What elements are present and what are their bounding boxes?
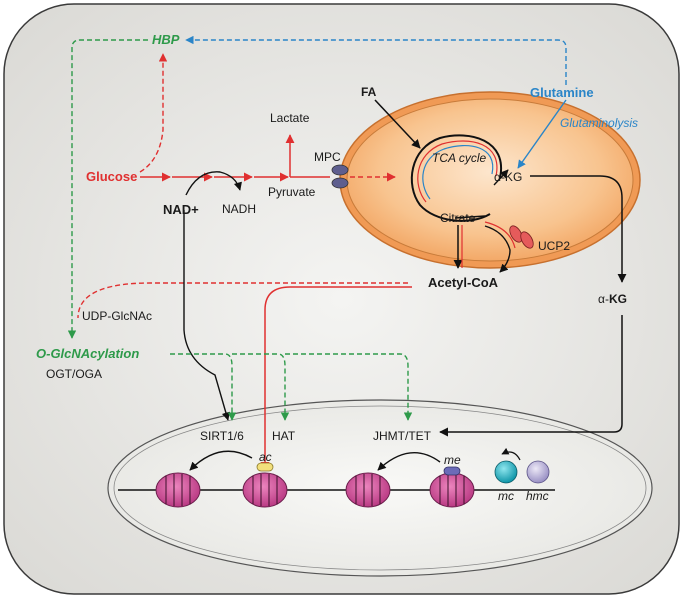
nad-plus-label: NAD+ [163,202,199,217]
ucp2-label: UCP2 [538,239,570,253]
glutamine-to-hbp-arrow [185,35,567,85]
akg-export-arrow [530,175,627,283]
sirt-deacetylation-arrow [189,450,253,471]
nad-to-nadh-arrow [185,171,242,196]
o-glcnacylation-label: O-GlcNAcylation [36,346,139,361]
akg-mito-label: α-KG [494,170,522,184]
citrate-label: Citrate [440,211,476,225]
jhmt-demethylation-arrow [377,452,441,471]
nucleosome-2 [242,472,288,508]
glutamine-label: Glutamine [530,85,594,100]
tet-oxidation-arrow [501,447,521,461]
hmc-ball [526,460,550,484]
mpc-label: MPC [314,150,341,164]
mpc-transporter [331,164,349,189]
tca-cycle [410,134,509,222]
ac-label: ac [259,450,272,464]
mc-label: mc [498,489,514,503]
oglcnac-dashed-arrows [170,353,413,421]
fa-label: FA [361,85,377,99]
acetyl-mark [256,462,274,472]
udp-glcnac-label: UDP-GlcNAc [82,309,152,323]
nucleosome-4 [429,472,475,508]
sirt-label: SIRT1/6 [200,429,244,443]
hbp-label: HBP [152,32,180,47]
akg-cyto-label: α-KG [598,292,627,306]
glutaminolysis-label: Glutaminolysis [560,116,638,130]
hbp-to-oglcnac-arrow [67,39,148,339]
lactate-label: Lactate [270,111,310,125]
ogt-oga-label: OGT/OGA [46,367,102,381]
acetylcoa-to-ac-arrow [260,286,412,471]
akg-to-jhmt-arrow [439,315,623,437]
me-label: me [444,453,461,467]
jhmt-tet-label: JHMT/TET [373,429,432,443]
glucose-label: Glucose [86,169,137,184]
glutaminolysis-arrow [517,99,567,169]
nadh-label: NADH [222,202,256,216]
tca-cycle-label: TCA cycle [432,151,487,165]
nucleosome-3 [345,472,391,508]
nucleosome-1 [155,472,201,508]
pyruvate-label: Pyruvate [268,185,316,199]
ucp2-transporter [509,225,534,249]
hat-label: HAT [272,429,296,443]
acetylcoa-to-udp-dashed [77,282,408,319]
nad-to-sirt-arrow [183,210,230,421]
methyl-mark [443,466,461,476]
hmc-label: hmc [526,489,549,503]
glucose-to-hbp-arrow [139,53,168,173]
mc-ball [494,460,518,484]
fa-arrow [374,99,421,149]
acetyl-coa-label: Acetyl-CoA [428,275,499,290]
